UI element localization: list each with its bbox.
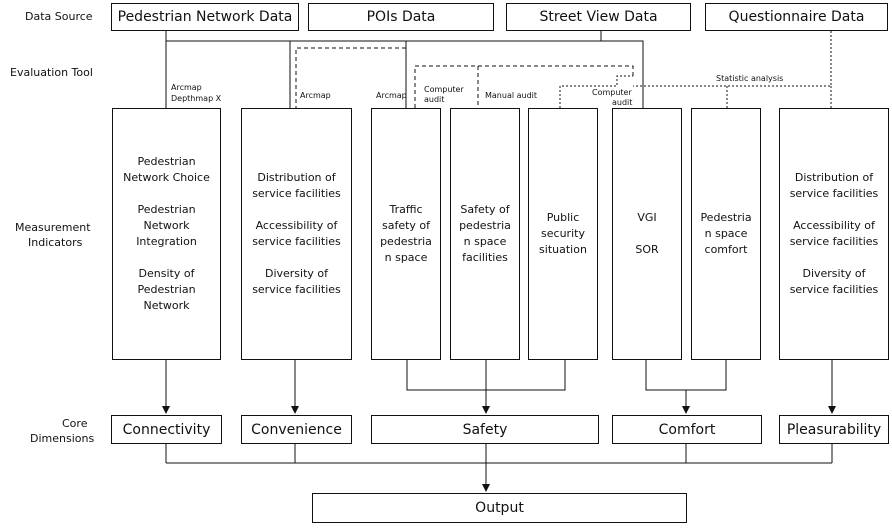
comfort-join xyxy=(645,360,727,391)
tool-arcmap-3: Arcmap xyxy=(376,91,407,100)
row-label-indicators: Indicators xyxy=(28,236,83,249)
indicators-pleasurability-text: Distribution of service facilities Acces… xyxy=(789,171,879,296)
tool-computer-audit-b-1: Computer xyxy=(592,88,632,97)
indicators-vgi-sor-text: VGI SOR xyxy=(635,211,659,256)
row-label-measurement: Measurement xyxy=(15,221,91,234)
core-safety: Safety xyxy=(371,415,599,444)
indicators-connectivity: Pedestrian Network Choice Pedestrian Net… xyxy=(112,108,221,360)
indicators-connectivity-text: Pedestrian Network Choice Pedestrian Net… xyxy=(123,155,210,312)
tool-manual-audit: Manual audit xyxy=(485,91,538,100)
indicators-convenience: Distribution of service facilities Acces… xyxy=(241,108,352,360)
indicators-vgi-sor: VGI SOR xyxy=(612,108,682,360)
indicators-safety-facilities-text: Safety of pedestria n space facilities xyxy=(459,203,511,264)
row-label-dimensions: Dimensions xyxy=(30,432,95,445)
indicators-convenience-text: Distribution of service facilities Acces… xyxy=(252,171,341,296)
row-label-core: Core xyxy=(62,417,88,430)
indicators-space-comfort: Pedestria n space comfort xyxy=(691,108,761,360)
indicators-public-security-text: Public security situation xyxy=(539,211,587,256)
core-comfort: Comfort xyxy=(612,415,762,444)
source-pois-data: POIs Data xyxy=(308,3,494,31)
core-connectivity: Connectivity xyxy=(111,415,222,444)
source-street-view-data: Street View Data xyxy=(506,3,691,31)
dashed-pois-to-convenience xyxy=(295,41,407,108)
core-pleasurability: Pleasurability xyxy=(779,415,889,444)
core-convenience: Convenience xyxy=(241,415,352,444)
indicators-public-security: Public security situation xyxy=(528,108,598,360)
tool-statistic-analysis: Statistic analysis xyxy=(716,74,784,83)
row-label-data-source: Data Source xyxy=(25,10,93,23)
tool-computer-audit-a-1: Computer xyxy=(424,85,464,94)
dashed-computer-audit-a xyxy=(414,65,634,108)
tool-computer-audit-b-2: audit xyxy=(612,98,633,107)
line-streetview-to-vgi xyxy=(601,40,644,108)
tool-computer-audit-a-2: audit xyxy=(424,95,445,104)
row-label-evaluation-tool: Evaluation Tool xyxy=(10,66,93,79)
output-box: Output xyxy=(312,493,687,523)
tool-depthmap: Depthmap X xyxy=(171,94,222,103)
indicators-safety-facilities: Safety of pedestria n space facilities xyxy=(450,108,520,360)
tool-arcmap-1: Arcmap xyxy=(171,83,202,92)
indicators-traffic-safety-text: Traffic safety of pedestria n space xyxy=(380,203,432,264)
indicators-pleasurability: Distribution of service facilities Acces… xyxy=(779,108,889,360)
indicators-traffic-safety: Traffic safety of pedestria n space xyxy=(371,108,441,360)
source-questionnaire-data: Questionnaire Data xyxy=(705,3,888,31)
tool-arcmap-2: Arcmap xyxy=(300,91,331,100)
source-pedestrian-network-data: Pedestrian Network Data xyxy=(111,3,299,31)
indicators-space-comfort-text: Pedestria n space comfort xyxy=(700,211,752,256)
